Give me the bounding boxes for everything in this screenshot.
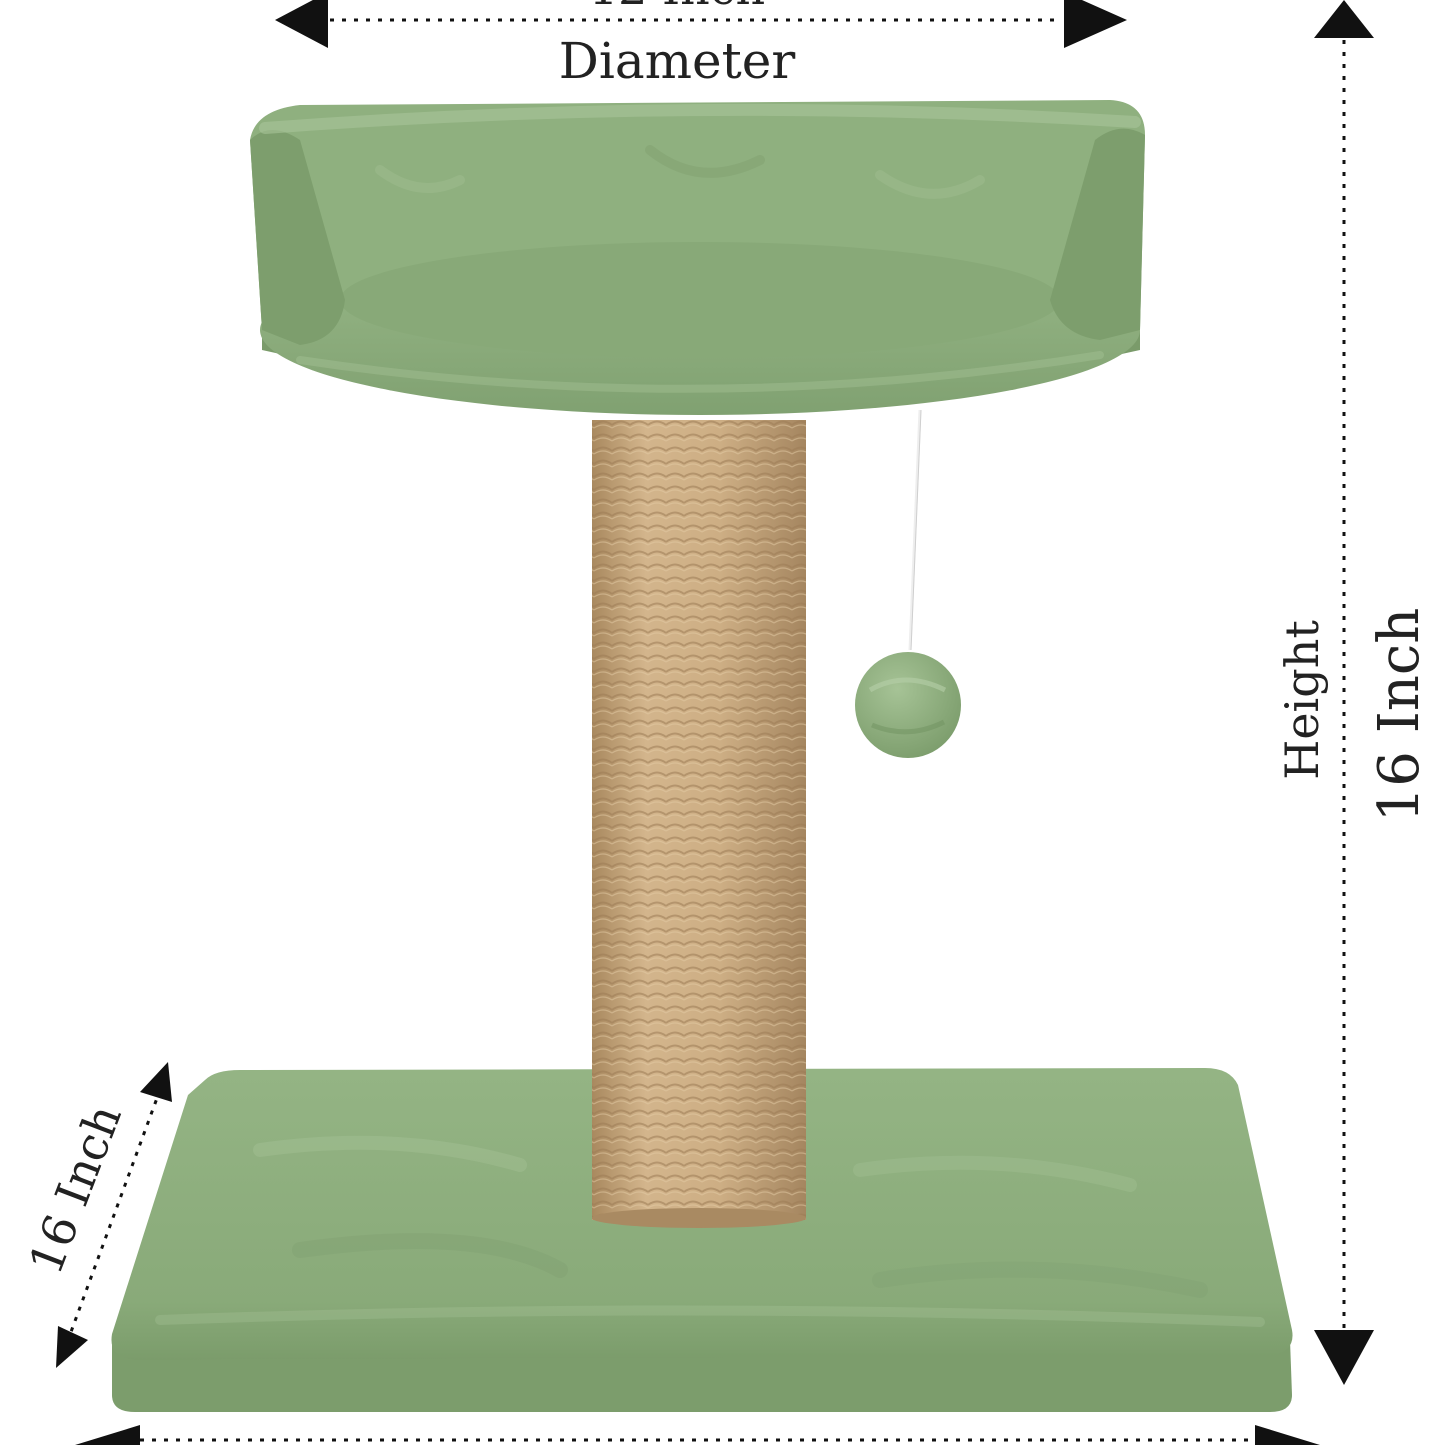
arrow-down-icon: [1314, 1330, 1374, 1385]
height-value: 16 Inch: [1367, 608, 1432, 823]
height-dimension: Height 16 Inch: [1275, 0, 1432, 1385]
depth-value: 16 Inch: [18, 1097, 132, 1281]
height-label: Height: [1275, 620, 1329, 780]
sisal-scratching-post: [592, 420, 806, 1228]
arrow-up-icon: [1314, 0, 1374, 38]
diameter-value: 12 Inch: [589, 0, 765, 15]
depth-dotted-line: [66, 1089, 162, 1341]
arrow-right-icon: [1064, 0, 1127, 48]
arrow-up-right-icon: [140, 1062, 172, 1102]
diameter-dimension: 12 Inch Diameter: [275, 0, 1127, 90]
width-dimension: [75, 1425, 1320, 1445]
diameter-label: Diameter: [559, 32, 796, 90]
arrow-down-left-icon: [56, 1326, 88, 1368]
arrow-left-icon: [275, 0, 328, 48]
top-bed-platform: [250, 100, 1145, 415]
arrow-left-icon: [75, 1425, 140, 1445]
arrow-right-icon: [1255, 1425, 1320, 1445]
hanging-ball-toy: [855, 409, 961, 758]
